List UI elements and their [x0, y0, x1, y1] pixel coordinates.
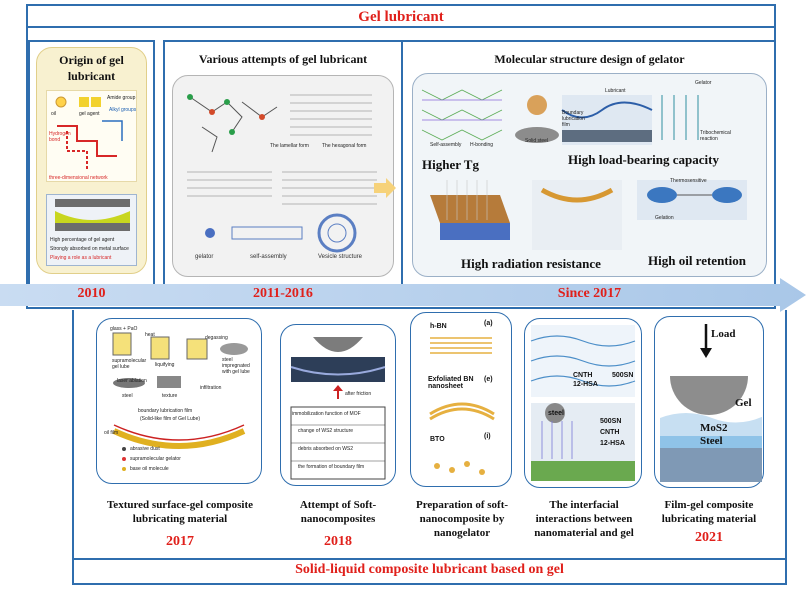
various-label-gelator: gelator — [195, 254, 214, 260]
p4-label-500sn: 500SN — [612, 372, 634, 379]
textured-gel-figure — [112, 332, 248, 471]
bottom-title: Solid-liquid composite lubricant based o… — [295, 562, 564, 577]
page-title: Gel lubricant — [26, 6, 776, 28]
origin-title: Origin of gel lubricant — [59, 53, 124, 83]
flow-arrow — [374, 178, 396, 198]
various-figure — [187, 94, 377, 253]
mol-label-hbonding: H-bonding — [470, 142, 494, 148]
p5-label-steel: Steel — [700, 435, 723, 447]
bottom-panel-3 — [410, 312, 512, 487]
p4-label-12hsa-2: 12-HSA — [600, 440, 625, 447]
mol-label-self-assembly: Self-assembly — [430, 142, 462, 148]
p4-label-500sn-2: 500SN — [600, 418, 622, 425]
p3-label-hbn: h-BN — [430, 323, 447, 330]
caption-3: Preparation of soft-nanocomposite by nan… — [415, 499, 509, 539]
bottom-frame — [72, 310, 787, 585]
p2-label-mof: immobilization function of MOF — [292, 411, 361, 417]
mol-panel-radiation: High radiation resistance — [461, 256, 601, 271]
p1-label-infiltration: infiltration — [200, 385, 222, 391]
timeline-since: Since 2017 — [557, 286, 622, 301]
mol-label-thermo: Thermosensitive — [670, 178, 707, 184]
origin-label-gel-agent: gel agent — [79, 111, 100, 117]
various-title: Various attempts of gel lubricant — [198, 52, 368, 66]
year-1: 2017 — [166, 534, 194, 549]
p1-label-boundary: boundary lubrication film — [138, 408, 193, 414]
year-5: 2021 — [695, 530, 723, 545]
various-label-hexagonal: The hexagonal form — [322, 143, 367, 149]
various-label-vesicle: Vesicle structure — [318, 254, 363, 260]
p5-label-mos2: MoS2 — [700, 422, 728, 434]
p1-label-glass: glass + PaO — [110, 326, 138, 332]
p2-label-boundary-film: the formation of boundary film — [298, 464, 365, 470]
mol-panel-oil-retention: High oil retention — [648, 253, 746, 268]
p3-label-bto: BTO — [430, 436, 445, 443]
p4-label-steel: steel — [548, 410, 564, 417]
p1-legend-gelator: supramolecular gelator — [130, 456, 181, 462]
p2-label-ws2-change: change of WS2 structure — [298, 428, 354, 434]
mol-label-gelator: Gelator — [695, 80, 712, 86]
various-box — [172, 75, 394, 277]
p1-label-heat: heat — [145, 332, 155, 338]
p1-label-texture: texture — [162, 393, 178, 399]
origin-legend-1: High percentage of gel agent — [50, 237, 115, 243]
p1-label-laser: laser ablation — [117, 378, 147, 384]
p3-label-a: (a) — [484, 320, 493, 327]
p2-label-debris: debris absorbed on WS2 — [298, 446, 354, 452]
origin-diagram-top: oil gel agent Amide group Alkyl groups H… — [46, 90, 137, 182]
year-2: 2018 — [324, 534, 352, 549]
p4-label-cnth-2: CNTH — [600, 429, 620, 436]
origin-legend-2: Strongly absorbed on metal surface — [50, 246, 129, 252]
timeline-2010: 2010 — [77, 286, 106, 301]
origin-diagram-bottom: High percentage of gel agent Strongly ab… — [46, 194, 137, 266]
molecular-figure — [421, 89, 747, 250]
p5-label-load: Load — [711, 328, 736, 340]
origin-label-network: three-dimensional network — [49, 175, 108, 181]
p1-label-degassing: degassing — [205, 335, 228, 341]
timeline-2011: 2011-2016 — [253, 286, 313, 301]
mol-label-boundary: Boundary lubrication film — [562, 110, 585, 128]
mol-label-tribochem: Tribochemical reaction — [700, 130, 731, 142]
origin-label-amide: Amide group — [107, 95, 136, 101]
nanogelator-figure — [429, 337, 495, 475]
p1-legend-dust: abrasive dust — [130, 446, 160, 452]
p1-label-impregnated: steel impregnated with gel lube — [222, 357, 250, 375]
origin-label-oil: oil — [51, 111, 57, 117]
film-gel-figure — [660, 324, 762, 482]
mol-panel-load-bearing: High load-bearing capacity — [568, 152, 719, 167]
mol-label-gelation: Gelation — [655, 215, 674, 221]
origin-label-hbond: Hydrogen bond — [49, 131, 71, 143]
mol-label-lubricant: Lubricant — [605, 88, 626, 94]
caption-5: Film-gel composite lubricating material — [661, 499, 757, 525]
p1-label-solid-like: (Solid-like film of Gel Lube) — [140, 416, 201, 422]
soft-nanocomposite-figure — [290, 337, 386, 480]
gel-network-figure — [55, 96, 123, 171]
p1-legend-oil: base oil molecule — [130, 466, 169, 472]
bottom-divider — [72, 558, 787, 560]
p1-label-gel-lube: supramolecular gel lube — [112, 358, 147, 370]
p3-label-exfoliated: Exfoliated BN nanosheet — [428, 376, 474, 390]
various-label-self-assembly: self-assembly — [250, 254, 287, 260]
p2-label-after-friction: after friction — [345, 391, 372, 397]
p1-label-oil-film: oil film — [104, 430, 119, 436]
interfacial-figure — [530, 325, 636, 481]
p4-label-cnth: CNTH — [573, 372, 593, 379]
friction-pair-figure — [55, 199, 130, 231]
p4-label-12hsa: 12-HSA — [573, 381, 598, 388]
p3-label-i: (i) — [484, 433, 491, 440]
caption-4: The interfacial interactions between nan… — [534, 499, 634, 539]
p3-label-e: (e) — [484, 376, 493, 383]
origin-legend-3: Playing a role as a lubricant — [50, 255, 112, 261]
p1-label-liquify: liquifying — [155, 362, 175, 368]
p5-label-gel: Gel — [735, 397, 752, 409]
origin-label-alkyl: Alkyl groups — [109, 107, 137, 113]
mol-panel-higher-tg: Higher Tg — [422, 157, 479, 172]
caption-2: Attempt of Soft-nanocomposites — [299, 499, 377, 525]
molecular-title: Molecular structure design of gelator — [494, 52, 685, 66]
various-label-lamellar: The lamellar form — [270, 143, 309, 149]
caption-1: Textured surface-gel composite lubricati… — [106, 499, 254, 525]
timeline-arrow — [0, 278, 806, 312]
mol-label-solid-steel: Solid steel — [525, 138, 549, 144]
p1-label-steel: steel — [122, 393, 133, 399]
